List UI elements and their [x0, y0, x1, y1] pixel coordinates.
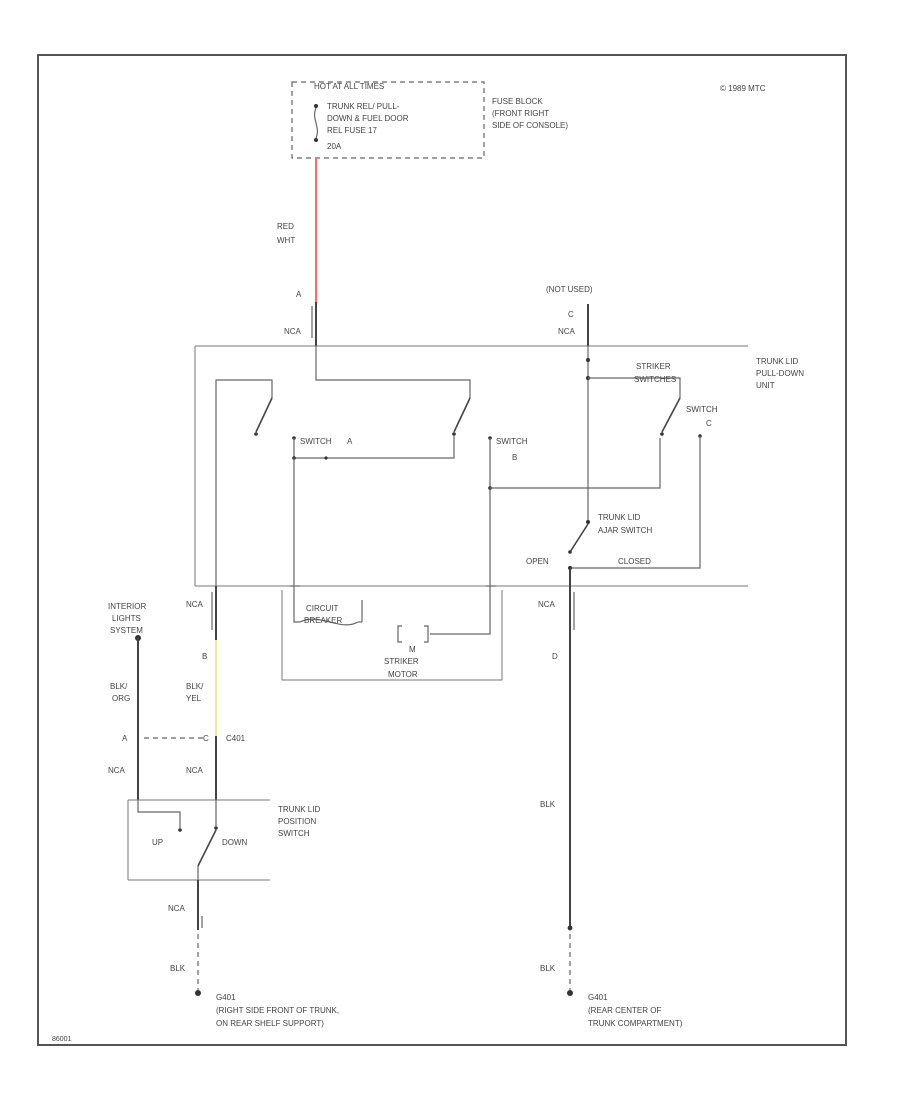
- red-wire-color-1: RED: [277, 222, 294, 231]
- left-pin-c: C: [203, 734, 209, 743]
- circuit-breaker-label-2: BREAKER: [304, 616, 342, 625]
- left-ground-location-1: (RIGHT SIDE FRONT OF TRUNK,: [216, 1006, 339, 1015]
- switch-a-label: SWITCH: [300, 437, 332, 446]
- right-ground-location-1: (REAR CENTER OF: [588, 1006, 661, 1015]
- switch-blade-middle: [453, 397, 471, 433]
- right-ground-point: [567, 990, 573, 996]
- pull-down-unit-box: [194, 345, 748, 587]
- switch-c-label: SWITCH: [686, 405, 718, 414]
- fuse-block: HOT AT ALL TIMES TRUNK REL/ PULL- DOWN &…: [291, 81, 568, 159]
- fuse-rating: 20A: [327, 142, 342, 151]
- position-down-label: DOWN: [222, 838, 248, 847]
- ajar-switch-blade: [569, 523, 589, 553]
- red-wire-connector: NCA: [284, 327, 302, 336]
- left-pin-b: B: [202, 652, 207, 661]
- position-switch-box: [127, 799, 270, 881]
- fuse-block-label-1: FUSE BLOCK: [492, 97, 543, 106]
- fuse-block-label-2: (FRONT RIGHT: [492, 109, 549, 118]
- pull-down-unit-label-1: TRUNK LID: [756, 357, 798, 366]
- striker-switches-label-2: SWITCHES: [634, 375, 676, 384]
- switch-a-letter: A: [347, 437, 353, 446]
- position-switch-label-1: TRUNK LID: [278, 805, 320, 814]
- pull-down-unit-label-2: PULL-DOWN: [756, 369, 804, 378]
- striker-motor-label-1: STRIKER: [384, 657, 419, 666]
- striker-switches-label-1: STRIKER: [636, 362, 671, 371]
- switch-c-letter: C: [706, 419, 712, 428]
- position-switch-label-2: POSITION: [278, 817, 316, 826]
- right-wire-blk-mid: BLK: [540, 800, 556, 809]
- motor-symbol-label: M: [409, 645, 416, 654]
- copyright-label: © 1989 MTC: [720, 84, 766, 93]
- blk-org-label-2: ORG: [112, 694, 130, 703]
- left-ground-blk: BLK: [170, 964, 186, 973]
- switch-blade-left: [255, 397, 273, 433]
- switch-c-blade: [661, 397, 681, 433]
- fuse-17-line-2: DOWN & FUEL DOOR: [327, 114, 409, 123]
- diagram-frame: [37, 54, 847, 1046]
- left-ground-nca: NCA: [168, 904, 186, 913]
- figure-id: 86001: [52, 1036, 72, 1043]
- interior-lights-label-1: INTERIOR: [108, 602, 146, 611]
- left-ground-code: G401: [216, 993, 236, 1002]
- closed-label: CLOSED: [618, 557, 651, 566]
- striker-motor-label-2: MOTOR: [388, 670, 418, 679]
- left-nca-right: NCA: [186, 766, 204, 775]
- left-ground-location-2: ON REAR SHELF SUPPORT): [216, 1019, 324, 1028]
- pull-down-unit-label-3: UNIT: [756, 381, 775, 390]
- fuse-block-label-3: SIDE OF CONSOLE): [492, 121, 568, 130]
- fuse-17-line-1: TRUNK REL/ PULL-: [327, 102, 400, 111]
- red-wire-color-2: WHT: [277, 236, 295, 245]
- not-used-label: (NOT USED): [546, 285, 593, 294]
- position-switch-blade: [197, 829, 217, 867]
- switch-b-letter: B: [512, 453, 517, 462]
- fuse-17-line-3: REL FUSE 17: [327, 126, 377, 135]
- interior-lights-label-3: SYSTEM: [110, 626, 143, 635]
- position-switch-label-3: SWITCH: [278, 829, 310, 838]
- connector-c401: C401: [226, 734, 246, 743]
- not-used-connector: NCA: [558, 327, 576, 336]
- left-pin-a: A: [122, 734, 128, 743]
- interior-lights-label-2: LIGHTS: [112, 614, 141, 623]
- striker-motor-symbol: [397, 625, 429, 643]
- right-wire-nca: NCA: [538, 600, 556, 609]
- circuit-breaker-symbol: [299, 618, 359, 626]
- left-nca-top: NCA: [186, 600, 204, 609]
- open-label: OPEN: [526, 557, 549, 566]
- circuit-breaker-label-1: CIRCUIT: [306, 604, 339, 613]
- not-used-pin-c: C: [568, 310, 574, 319]
- blk-org-label-1: BLK/: [110, 682, 128, 691]
- left-nca-left: NCA: [108, 766, 126, 775]
- right-ground-code: G401: [588, 993, 608, 1002]
- position-up-label: UP: [152, 838, 163, 847]
- blk-yel-label-2: YEL: [186, 694, 202, 703]
- red-wire-pin-a: A: [296, 290, 302, 299]
- left-ground-point: [195, 990, 201, 996]
- ajar-switch-label-1: TRUNK LID: [598, 513, 640, 522]
- right-ground-location-2: TRUNK COMPARTMENT): [588, 1019, 683, 1028]
- right-wire-pin-d: D: [552, 652, 558, 661]
- pull-down-internal-wiring: [215, 346, 702, 600]
- hot-at-all-times-label: HOT AT ALL TIMES: [314, 82, 384, 91]
- ajar-switch-label-2: AJAR SWITCH: [598, 526, 652, 535]
- right-wire-blk-low: BLK: [540, 964, 556, 973]
- breaker-motor-box: [281, 586, 503, 681]
- switch-b-label: SWITCH: [496, 437, 528, 446]
- blk-yel-label-1: BLK/: [186, 682, 204, 691]
